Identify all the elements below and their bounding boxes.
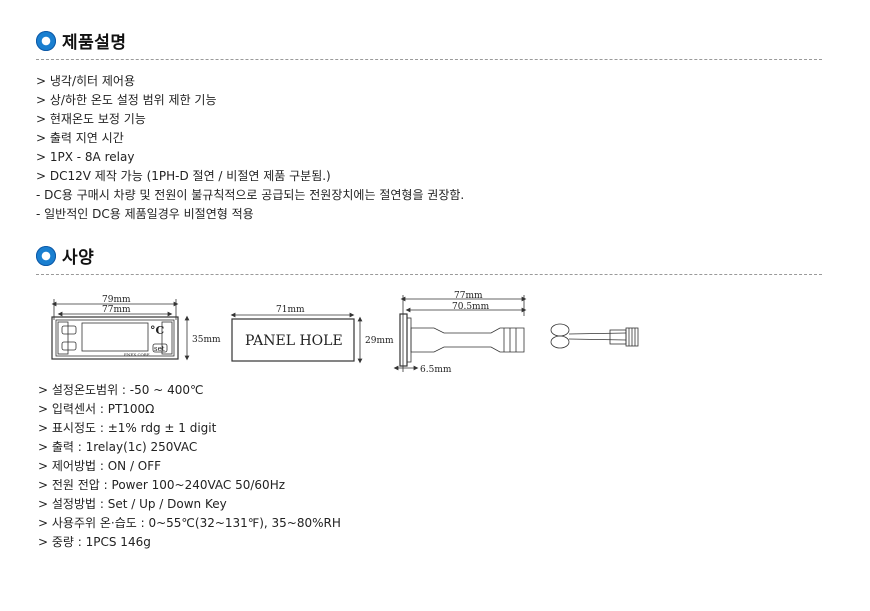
front-height-label: 35mm	[192, 335, 221, 345]
list-item: > 설정온도범위 : -50 ~ 400℃	[38, 383, 204, 397]
list-item: > 사용주위 온·습도 : 0~55℃(32~131℉), 35~80%RH	[38, 516, 341, 530]
side-width-outer-label: 77mm	[454, 291, 483, 301]
list-item: > 중량 : 1PCS 146g	[38, 535, 151, 549]
front-width-outer-label: 79mm	[102, 295, 131, 305]
list-item: > 출력 지연 시간	[36, 131, 124, 145]
list-item: > 설정방법 : Set / Up / Down Key	[38, 497, 227, 511]
list-item: > DC12V 제작 가능 (1PH-D 절연 / 비절연 제품 구분됨.)	[36, 169, 331, 183]
description-list: > 냉각/히터 제어용 > 상/하한 온도 설정 범위 제한 기능 > 현재온도 보…	[36, 72, 464, 224]
list-item: - 일반적인 DC용 제품일경우 비절연형 적용	[36, 207, 254, 221]
section-title: 사양	[62, 248, 95, 268]
list-item: - DC용 구매시 차량 및 전원이 불규칙적으로 공급되는 전원장치에는 절연…	[36, 188, 465, 202]
list-item: > 현재온도 보정 기능	[36, 112, 146, 126]
side-width-inner-label: 70.5mm	[452, 302, 490, 312]
list-item: > 제어방법 : ON / OFF	[38, 459, 162, 473]
list-item: > 표시정도 : ±1% rdg ± 1 digit	[38, 421, 217, 435]
list-item: > 입력센서 : PT100Ω	[38, 402, 155, 416]
set-key-label: set	[154, 345, 165, 353]
section-title: 제품설명	[62, 33, 127, 53]
dimension-diagram: 79mm 77mm 35mm °C set ENEX CORE 71mm PAN…	[51, 291, 639, 375]
brand-mark: ENEX CORE	[124, 352, 150, 357]
section-header-spec: 사양	[36, 243, 94, 268]
list-item: > 상/하한 온도 설정 범위 제한 기능	[36, 93, 217, 107]
panel-hole-label: PANEL HOLE	[245, 333, 343, 349]
list-item: > 전원 전압 : Power 100~240VAC 50/60Hz	[38, 478, 286, 492]
section-header-description: 제품설명	[36, 28, 127, 53]
panel-width-label: 71mm	[276, 305, 305, 315]
dashed-divider	[36, 59, 822, 60]
list-item: > 냉각/히터 제어용	[36, 74, 136, 88]
circle-bullet-icon	[36, 30, 56, 51]
side-depth-label: 6.5mm	[420, 365, 452, 375]
panel-height-label: 29mm	[365, 336, 394, 346]
celsius-unit: °C	[150, 324, 165, 337]
spec-list: > 설정온도범위 : -50 ~ 400℃ > 입력센서 : PT100Ω > 표시…	[38, 381, 341, 552]
dashed-divider	[36, 274, 822, 275]
list-item: > 1PX - 8A relay	[36, 150, 135, 164]
list-item: > 출력 : 1relay(1c) 250VAC	[38, 440, 198, 454]
front-width-inner-label: 77mm	[102, 305, 131, 315]
circle-bullet-icon	[36, 245, 56, 266]
